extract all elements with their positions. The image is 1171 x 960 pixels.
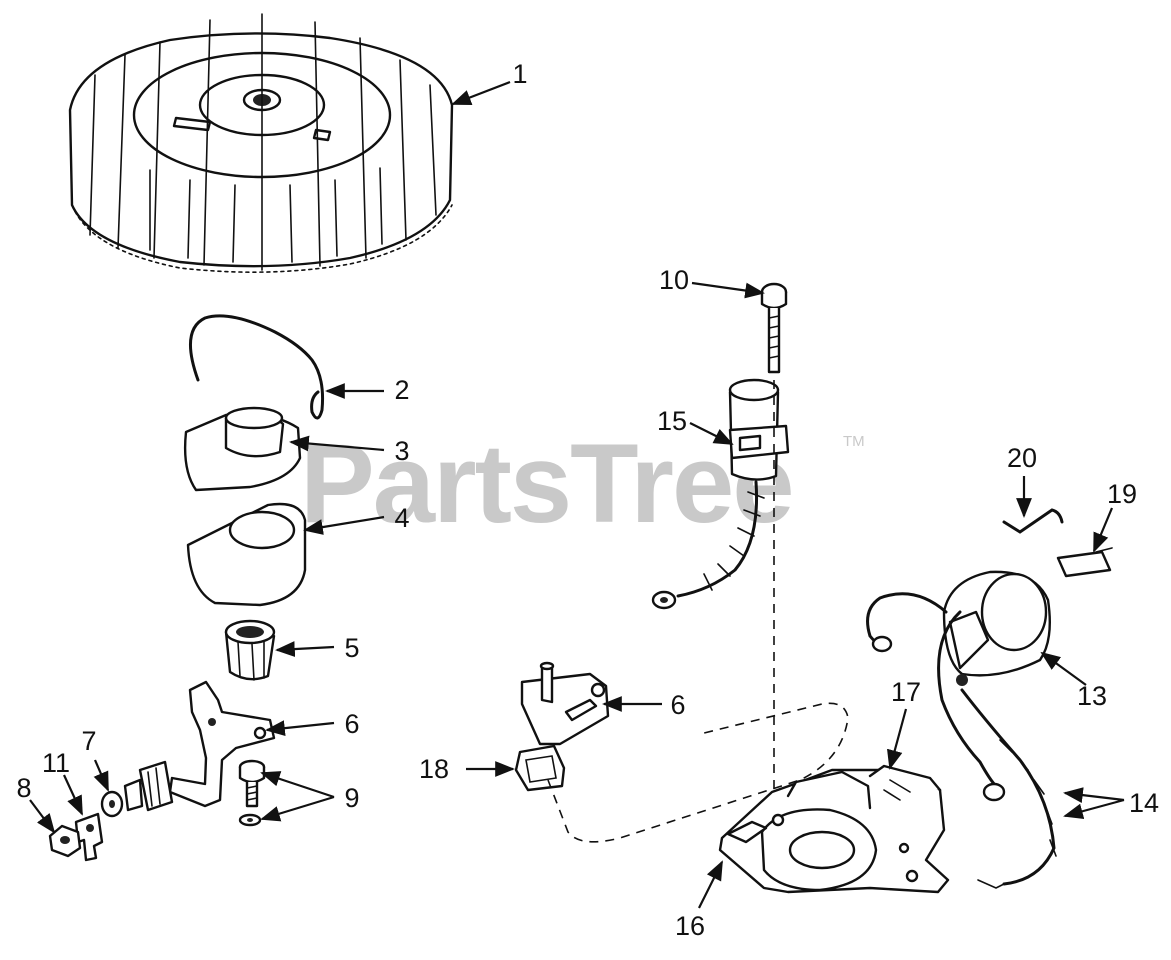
condenser-screw-icon [760,282,788,374]
felt-wiper-icon [186,502,307,607]
alignment-line-base [547,702,849,843]
callout-10: 10 [659,265,689,295]
washer-icon [100,790,124,818]
callout-5: 5 [344,633,359,663]
spring-clip-icon [188,314,324,420]
callout-19: 19 [1107,479,1137,509]
spring-wire-icon [1002,508,1064,534]
terminal-icon [74,812,104,862]
armature-coil-icon [866,570,1057,889]
flywheel-icon [68,13,454,273]
callout-20: 20 [1007,443,1037,473]
insulator-icon [514,744,566,792]
callout-4: 4 [394,503,409,533]
screw-icon [238,759,266,827]
cam-plate-icon [183,406,302,492]
callout-18: 18 [419,754,449,784]
callout-9: 9 [344,783,359,813]
breaker-arm-icon [123,680,276,812]
callout-14: 14 [1129,788,1159,818]
callout-3: 3 [394,436,409,466]
armature-bracket-icon [718,764,950,894]
breaker-point-base-icon [520,661,610,746]
watermark-text: PartsTree [300,421,793,546]
leader-lines [29,80,1125,909]
callout-6-right: 6 [670,690,685,720]
callout-7: 7 [81,726,96,756]
callout-1: 1 [512,59,527,89]
callout-16: 16 [675,911,705,941]
callout-labels: 1 2 3 4 5 6 6 7 8 9 10 11 13 14 15 16 17… [16,59,1159,941]
cam-bushing-icon [224,619,276,681]
callout-17: 17 [891,677,921,707]
nut-icon [48,824,82,858]
callout-2: 2 [394,375,409,405]
callout-8: 8 [16,773,31,803]
clip-icon [1056,547,1113,578]
callout-15: 15 [657,406,687,436]
callout-13: 13 [1077,681,1107,711]
watermark-trademark: TM [843,433,865,450]
callout-11: 11 [42,748,70,778]
callout-6-left: 6 [344,709,359,739]
watermark: PartsTree TM [300,421,865,546]
